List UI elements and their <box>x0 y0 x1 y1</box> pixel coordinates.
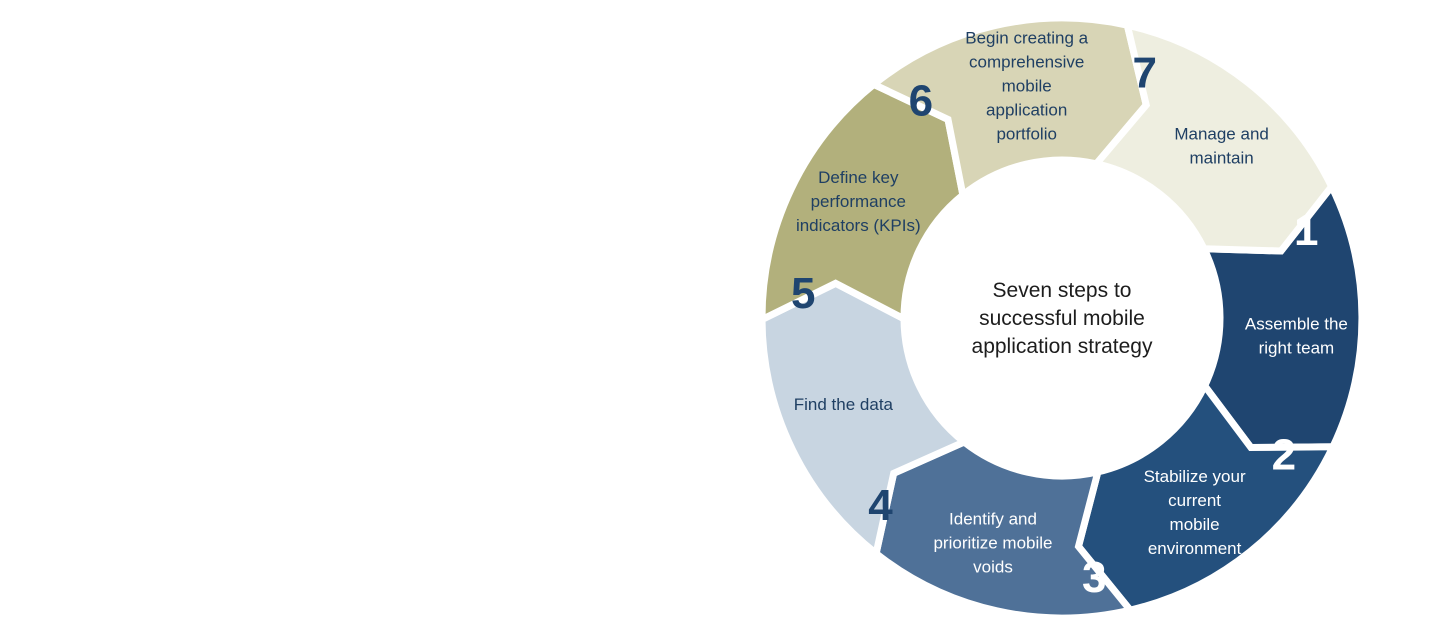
center-hub <box>908 164 1216 472</box>
cycle-segments <box>758 14 1366 622</box>
step-3-number: 3 <box>1082 553 1106 602</box>
center-title-line: successful mobile <box>979 307 1145 330</box>
center-title: Seven steps to successful mobile applicati… <box>972 279 1153 358</box>
step-7-number: 7 <box>1133 49 1157 98</box>
step-5-number: 5 <box>791 269 815 318</box>
step-6-number: 6 <box>909 77 933 126</box>
center-title-line: application strategy <box>972 335 1153 358</box>
step-2-number: 2 <box>1272 431 1296 480</box>
step-4-label: Find the data <box>794 395 894 414</box>
center-title-line: Seven steps to <box>993 279 1132 302</box>
step-4-number: 4 <box>868 481 893 530</box>
step-7-segment <box>1089 20 1336 255</box>
step-1-number: 1 <box>1294 206 1318 255</box>
